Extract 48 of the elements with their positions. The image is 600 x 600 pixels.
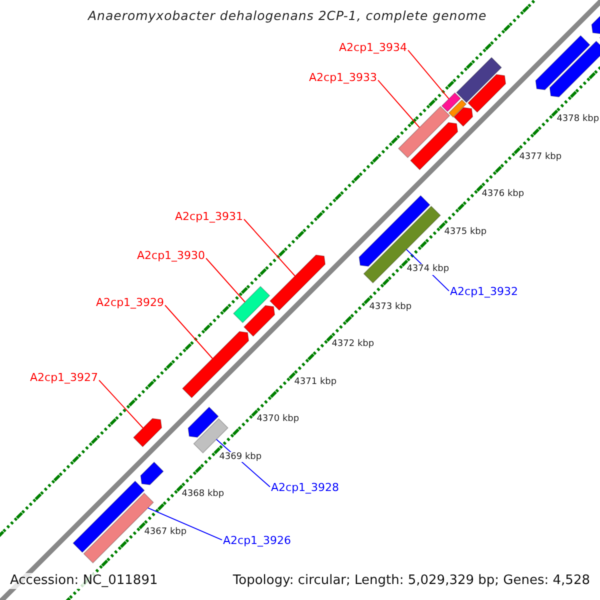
gene-label: A2cp1_3933: [309, 71, 378, 84]
scale-label: 4371 kbp: [294, 376, 337, 388]
gene-label: A2cp1_3929: [96, 296, 164, 310]
leader-line: [98, 380, 144, 428]
scale-label: 4375 kbp: [444, 226, 487, 238]
gene-feature: [182, 331, 250, 398]
gene-feature: [456, 56, 502, 104]
scale-label: 4368 kbp: [182, 489, 224, 500]
accession-text: Accession: NC_011891: [8, 573, 160, 589]
gene-feature: [453, 107, 474, 127]
scale-label: 4373 kbp: [369, 302, 412, 312]
gene-feature: [232, 286, 270, 324]
genome-info-text: Topology: circular; Length: 5,029,329 bp; Genes: 4,528: [230, 573, 592, 589]
gene-feature: [448, 99, 467, 118]
leader-line: [378, 80, 420, 128]
gene-feature: [535, 35, 590, 90]
scale-label: 4367 kbp: [144, 526, 187, 538]
gene-label: A2cp1_3934: [339, 41, 408, 54]
scale-label: 4378 kbp: [556, 114, 600, 125]
gene-label: A2cp1_3927: [30, 371, 98, 384]
gene-feature: [140, 462, 164, 486]
scale-label: 4372 kbp: [332, 339, 374, 350]
gene-feature: [467, 74, 506, 113]
scale-label: 4374 kbp: [406, 264, 450, 275]
gene-label: A2cp1_3926: [223, 534, 292, 548]
gene-feature: [243, 305, 276, 337]
gene-feature: [410, 122, 458, 170]
gene-label: A2cp1_3930: [137, 249, 206, 262]
gene-feature: [269, 254, 326, 311]
gene-feature: [193, 418, 228, 454]
gene-feature: [132, 418, 162, 448]
gene-feature: [441, 92, 462, 112]
scale-label: 4369 kbp: [219, 452, 262, 462]
scale-label: 4377 kbp: [519, 152, 562, 162]
leader-line: [147, 507, 222, 540]
gene-label: A2cp1_3932: [450, 285, 518, 298]
gene-feature: [72, 480, 145, 553]
scale-label: 4376 kbp: [482, 189, 524, 200]
leader-line: [164, 304, 213, 359]
scale-label: 4370 kbp: [256, 414, 300, 425]
gene-label: A2cp1_3931: [175, 210, 244, 224]
leader-line: [244, 218, 296, 276]
title: Anaeromyxobacter dehalogenans 2CP-1, complete genome: [88, 8, 487, 23]
gene-label: A2cp1_3928: [271, 481, 340, 494]
leader-line: [206, 258, 246, 302]
gene-feature: [398, 106, 450, 158]
gene-feature: [188, 406, 219, 438]
gene-feature: [549, 40, 600, 98]
